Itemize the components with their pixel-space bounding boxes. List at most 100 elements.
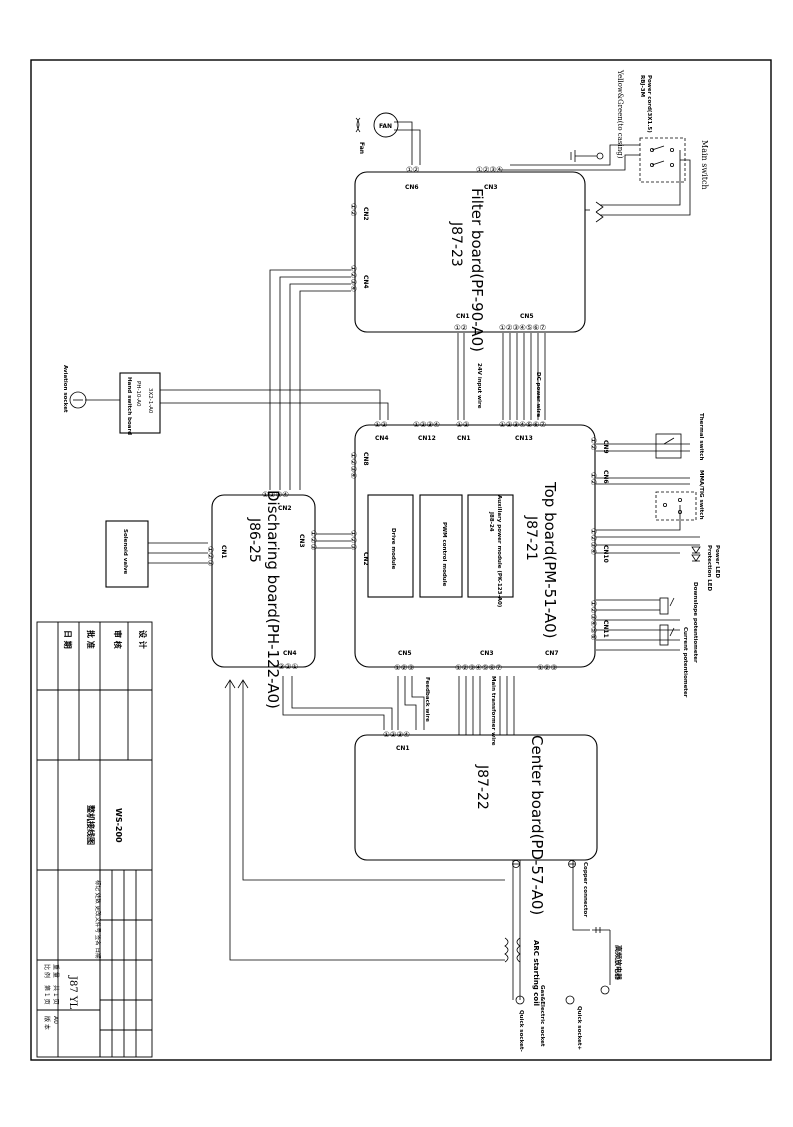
tb-sheet: 第 1 页 <box>43 985 51 1005</box>
center-board-outline <box>354 734 598 861</box>
main-transformer-wire-label: Main transformer wire <box>490 676 496 746</box>
top-cn1-label: CN1 <box>457 435 471 442</box>
top-cn13-label: CN13 <box>515 435 533 442</box>
hf-discharger-icon <box>592 927 611 985</box>
filter-cn1-pins: ①② <box>454 323 468 332</box>
pwm-module-box <box>419 494 463 598</box>
dis-cn2-pins: ①②③④ <box>262 490 289 499</box>
filter-cn5-pins: ①②③④⑤⑥⑦ <box>499 323 546 332</box>
top-cn10-pins: ①②③④ <box>589 528 598 555</box>
filter-cn3-label: CN3 <box>484 184 498 191</box>
top-cn5-pins: ①②③ <box>394 663 414 672</box>
dis-cn1-label: CN1 <box>220 545 227 559</box>
feedback-wire-label: Feedback wire <box>424 677 430 722</box>
top-cn6-label: CN6 <box>602 470 609 484</box>
dis-cn4-label: CN4 <box>283 650 297 657</box>
arrow-markers <box>224 201 604 689</box>
filter-cn1-label: CN1 <box>456 313 470 320</box>
wire-24v-label: 24V input wire <box>476 363 482 409</box>
tb-revision-header: 标记 处数 更改文件号 签名 日期 <box>94 880 102 959</box>
filter-cn3-pins: ①②③④ <box>476 165 503 174</box>
quick-socket-minus-label: Quick socket- <box>518 1010 524 1052</box>
hand-switch-model: PH-10-A0 <box>135 381 141 407</box>
gas-socket-label: Gas&Electric socket <box>539 985 545 1047</box>
main-switch-icon <box>639 137 686 183</box>
pwm-module-label: PWM control module <box>441 522 447 587</box>
tb-size: A0 <box>52 1016 59 1024</box>
dis-cn2-label: CN2 <box>278 505 292 512</box>
dis-cn1-pins: ①②③ <box>206 546 215 566</box>
tb-model: WS-200 <box>114 808 123 843</box>
filter-cn6-label: CN6 <box>405 184 419 191</box>
discharging-board-title: Discharing board(PH-122-A0) <box>264 490 282 709</box>
top-cn13-pins: ①②③④⑤⑥⑦ <box>499 420 546 429</box>
top-cn5-label: CN5 <box>398 650 412 657</box>
dis-cn4-pins: ③②① <box>278 662 298 671</box>
tb-approve: 批 准 <box>86 630 96 649</box>
discharging-board-outline <box>211 494 316 668</box>
top-cn11-label: CN11 <box>602 620 609 638</box>
fan-symbol: FAN <box>379 123 392 130</box>
aux-module-box <box>467 494 514 598</box>
wire-dc-power-label: DC power wire <box>535 372 541 417</box>
potentiometer-icon <box>659 597 675 646</box>
ground-icon <box>570 150 604 162</box>
main-switch-label: Main switch <box>700 140 709 190</box>
tb-weight: 重 量 <box>52 964 60 978</box>
filter-board-outline <box>354 171 586 333</box>
tb-design: 设 计 <box>138 630 148 649</box>
protection-led-label: Protection LED <box>706 545 712 592</box>
tb-drawing-name: 整机接线图 <box>86 804 96 845</box>
top-board-title: Top board(PM-51-A0) <box>541 481 559 638</box>
top-cn12-pins: ①②③④ <box>413 420 440 429</box>
yellow-green-label: Yellow&Green(to casing) <box>616 69 624 159</box>
center-board-code: J87-22 <box>474 764 490 810</box>
center-board-title: Center board(PD-57-A0) <box>528 735 546 915</box>
solenoid-valve-box <box>105 520 149 588</box>
top-cn11-pins: ①②③④⑤⑥ <box>589 600 598 641</box>
top-board-outline <box>354 424 596 668</box>
top-cn8-pins: ①②③④ <box>349 452 358 479</box>
wires <box>85 121 700 1000</box>
quick-socket-plus-label: Quick socket+ <box>576 1006 582 1050</box>
tb-check: 审 核 <box>113 630 123 649</box>
hand-switch-code: 3X2-1-A0 <box>147 388 153 414</box>
tb-doc-code: J87 YL <box>67 975 78 1010</box>
terminal-icons <box>512 860 610 1005</box>
filter-cn6-pins: ①② <box>406 165 420 174</box>
hand-switch-label: Hand switch board <box>126 377 132 435</box>
aux-module-label: Auxiliary power module (PK-123-A0) <box>496 495 502 608</box>
power-led-label: Power LED <box>714 545 720 579</box>
filter-board-code: J87-23 <box>448 221 464 267</box>
drive-module-label: Drive module <box>390 528 396 570</box>
filter-cn2-label: CN2 <box>362 207 369 221</box>
mma-tig-switch-label: MMA/TIG switch <box>698 470 704 520</box>
top-cn2-pins: ①②③ <box>349 530 358 550</box>
thermal-switch-label: Thermal switch <box>698 413 704 460</box>
top-cn12-label: CN12 <box>418 435 436 442</box>
top-cn9-pins: ①② <box>589 437 598 451</box>
top-cn8-label: CN8 <box>362 452 369 466</box>
top-cn2-label: CN2 <box>362 552 369 566</box>
arc-coil-label: ARC starting coil <box>532 940 540 1006</box>
arc-coil-icon <box>504 937 521 963</box>
top-cn1-pins: ①② <box>456 420 470 429</box>
thermal-switch-icon <box>655 433 682 459</box>
top-cn7-label: CN7 <box>545 650 559 657</box>
tb-sheets: 共 1 页 <box>52 985 60 1005</box>
fan-label: Fan <box>358 142 365 154</box>
top-cn3-label: CN3 <box>480 650 494 657</box>
led-icon <box>691 546 701 562</box>
top-cn4-pins: ①② <box>374 420 388 429</box>
filter-cn5-label: CN5 <box>520 313 534 320</box>
hf-discharger-label: 高频放电器 <box>614 945 623 981</box>
tb-version: 版 本 <box>43 1016 51 1030</box>
page-frame <box>30 59 772 1061</box>
title-block <box>36 621 153 1058</box>
center-cn1-pins: ①②③④ <box>383 730 410 739</box>
aviation-socket-icon <box>69 391 87 409</box>
current-pot-label: Current potentiometer <box>682 627 688 698</box>
top-cn3-pins: ①②③④⑤⑥⑦ <box>455 663 502 672</box>
